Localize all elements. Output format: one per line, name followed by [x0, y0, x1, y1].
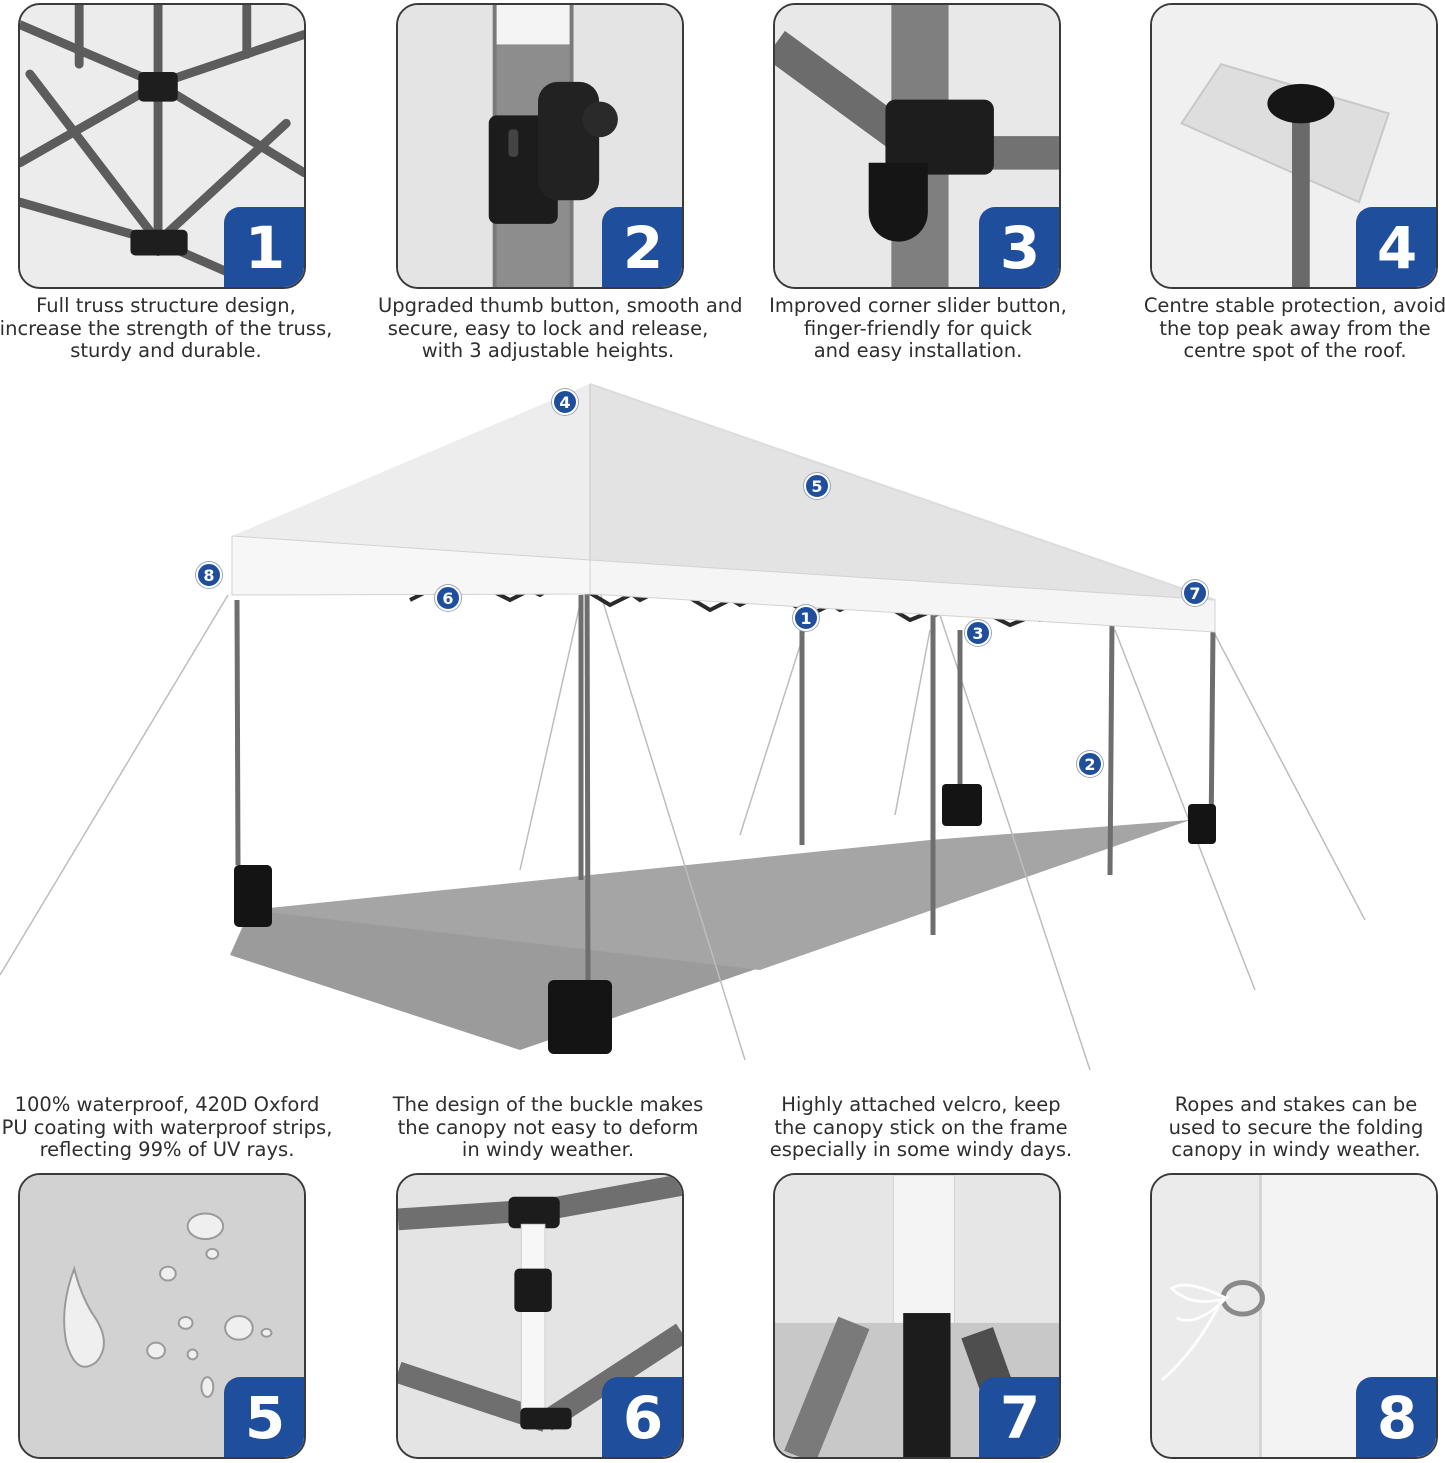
feature-caption-velcro: Highly attached velcro, keep the canopy … — [769, 1093, 1073, 1161]
marker-centre-protection: 4 — [552, 389, 578, 415]
marker-truss: 1 — [793, 605, 819, 631]
marker-ropes: 8 — [196, 562, 222, 588]
feature-photo-waterproof: 5 — [18, 1173, 306, 1459]
feature-number-badge: 2 — [602, 207, 682, 287]
velcro-photo-icon — [775, 1175, 1059, 1457]
feature-number-badge: 8 — [1356, 1377, 1436, 1457]
feature-caption-waterproof: 100% waterproof, 420D Oxford PU coating … — [1, 1093, 333, 1161]
feature-caption-centre-protection: Centre stable protection, avoid the top … — [1143, 294, 1445, 362]
marker-waterproof: 5 — [804, 473, 830, 499]
feature-photo-corner-slider: 3 — [773, 3, 1061, 289]
truss-photo-icon — [20, 5, 304, 287]
feature-photo-thumb-button: 2 — [396, 3, 684, 289]
feature-number-badge: 3 — [979, 207, 1059, 287]
feature-photo-truss: 1 — [18, 3, 306, 289]
feature-caption-thumb-button: Upgraded thumb button, smooth and secure… — [378, 294, 743, 362]
feature-number-badge: 7 — [979, 1377, 1059, 1457]
feature-caption-buckle: The design of the buckle makes the canop… — [392, 1093, 704, 1161]
marker-corner-slider: 3 — [965, 620, 991, 646]
feature-number-badge: 6 — [602, 1377, 682, 1457]
feature-number-badge: 1 — [224, 207, 304, 287]
feature-photo-centre-protection: 4 — [1150, 3, 1438, 289]
feature-number-badge: 4 — [1356, 207, 1436, 287]
feature-photo-buckle: 6 — [396, 1173, 684, 1459]
marker-buckle: 6 — [435, 585, 461, 611]
canopy-tent-illustration — [0, 383, 1366, 1071]
feature-caption-ropes: Ropes and stakes can be used to secure t… — [1168, 1093, 1424, 1161]
feature-caption-truss: Full truss structure design, increase th… — [0, 294, 333, 362]
marker-velcro: 7 — [1182, 580, 1208, 606]
feature-photo-velcro: 7 — [773, 1173, 1061, 1459]
feature-number-badge: 5 — [224, 1377, 304, 1457]
feature-photo-ropes: 8 — [1150, 1173, 1438, 1459]
feature-caption-corner-slider: Improved corner slider button, finger-fr… — [769, 294, 1067, 362]
marker-thumb-button: 2 — [1077, 751, 1103, 777]
